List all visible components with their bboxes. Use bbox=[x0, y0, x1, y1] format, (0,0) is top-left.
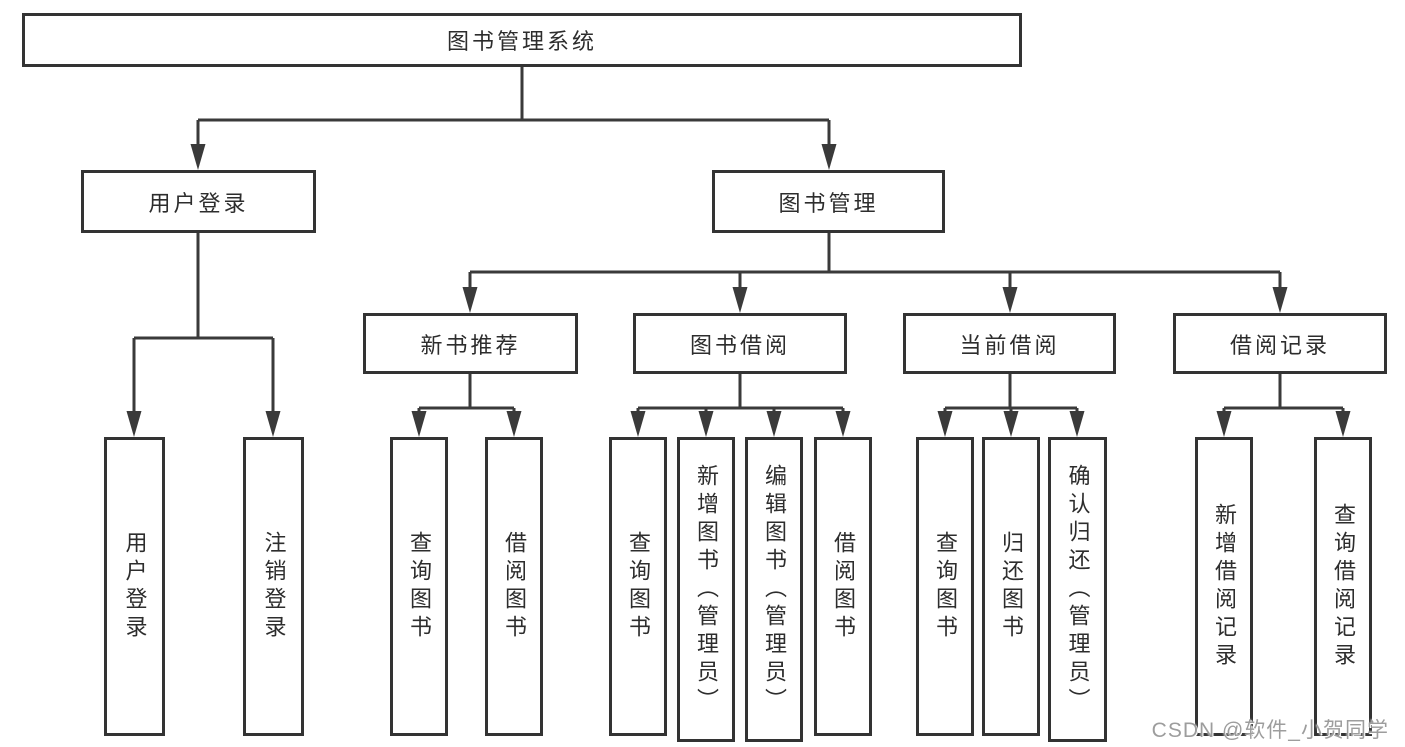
leaf-current-return-label: 归还图书 bbox=[999, 530, 1024, 643]
node-root-label: 图书管理系统 bbox=[446, 29, 597, 54]
node-borrow-record: 借阅记录 bbox=[1173, 313, 1387, 374]
leaf-current-query: 查询图书 bbox=[916, 437, 974, 736]
leaf-newbook-query: 查询图书 bbox=[390, 437, 448, 736]
leaf-record-add: 新增借阅记录 bbox=[1195, 437, 1253, 736]
leaf-borrow-edit-admin: 编辑图书（管理员） bbox=[745, 437, 803, 742]
leaf-current-query-label: 查询图书 bbox=[933, 530, 958, 643]
leaf-borrow-borrow: 借阅图书 bbox=[814, 437, 872, 736]
node-book-borrow: 图书借阅 bbox=[633, 313, 847, 374]
leaf-current-confirm-admin: 确认归还（管理员） bbox=[1048, 437, 1107, 742]
leaf-borrow-add-admin-label: 新增图书（管理员） bbox=[694, 463, 719, 716]
leaf-borrow-query: 查询图书 bbox=[609, 437, 667, 736]
node-user-login-label: 用户登录 bbox=[148, 190, 249, 216]
leaf-user-login: 用户登录 bbox=[104, 437, 165, 736]
leaf-newbook-borrow: 借阅图书 bbox=[485, 437, 543, 736]
leaf-current-return: 归还图书 bbox=[982, 437, 1040, 736]
leaf-borrow-add-admin: 新增图书（管理员） bbox=[677, 437, 735, 742]
leaf-user-login-label: 用户登录 bbox=[122, 530, 148, 643]
leaf-record-add-label: 新增借阅记录 bbox=[1212, 502, 1237, 671]
node-new-book-recommend-label: 新书推荐 bbox=[420, 332, 521, 358]
node-book-management: 图书管理 bbox=[712, 170, 945, 233]
node-current-borrow: 当前借阅 bbox=[903, 313, 1116, 374]
leaf-logout: 注销登录 bbox=[243, 437, 304, 736]
leaf-newbook-borrow-label: 借阅图书 bbox=[502, 530, 527, 643]
node-root: 图书管理系统 bbox=[22, 13, 1022, 67]
leaf-record-query-label: 查询借阅记录 bbox=[1331, 502, 1356, 671]
leaf-record-query: 查询借阅记录 bbox=[1314, 437, 1372, 736]
leaf-borrow-query-label: 查询图书 bbox=[626, 530, 651, 643]
csdn-watermark: CSDN @软件_小贺同学 bbox=[1151, 719, 1389, 742]
node-book-management-label: 图书管理 bbox=[778, 190, 879, 216]
node-current-borrow-label: 当前借阅 bbox=[959, 332, 1060, 358]
leaf-borrow-borrow-label: 借阅图书 bbox=[831, 530, 856, 643]
leaf-borrow-edit-admin-label: 编辑图书（管理员） bbox=[762, 463, 787, 716]
leaf-newbook-query-label: 查询图书 bbox=[407, 530, 432, 643]
node-new-book-recommend: 新书推荐 bbox=[363, 313, 578, 374]
node-book-borrow-label: 图书借阅 bbox=[689, 332, 790, 358]
node-user-login: 用户登录 bbox=[81, 170, 316, 233]
leaf-current-confirm-admin-label: 确认归还（管理员） bbox=[1065, 463, 1091, 716]
leaf-logout-label: 注销登录 bbox=[261, 530, 287, 643]
node-borrow-record-label: 借阅记录 bbox=[1229, 332, 1330, 358]
